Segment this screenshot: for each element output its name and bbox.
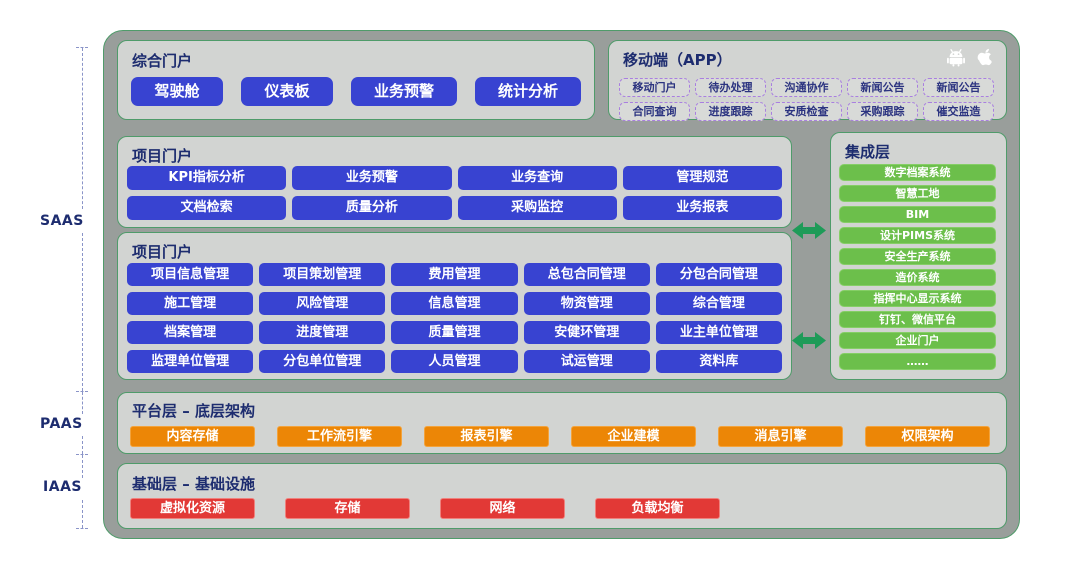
infrastructure-resource-button[interactable]: 虚拟化资源 xyxy=(130,498,255,519)
project-portal-main-title: 项目门户 xyxy=(132,243,193,261)
integration-system-button[interactable]: 企业门户 xyxy=(839,332,996,349)
infrastructure-resource-button[interactable]: 网络 xyxy=(440,498,565,519)
infrastructure-layer-title: 基础层 – 基础设施 xyxy=(132,475,255,493)
platform-service-button[interactable]: 权限架构 xyxy=(865,426,990,447)
management-module-button[interactable]: 档案管理 xyxy=(127,321,254,344)
axis-line xyxy=(82,500,83,528)
portal-module-button[interactable]: 采购监控 xyxy=(457,196,617,220)
axis-tick xyxy=(76,454,88,455)
mobile-app-button[interactable]: 进度跟踪 xyxy=(695,102,766,121)
android-icon xyxy=(945,48,967,71)
platform-service-button[interactable]: 消息引擎 xyxy=(718,426,843,447)
project-portal-top-title: 项目门户 xyxy=(132,147,193,165)
mobile-app-panel: 移动端（APP） xyxy=(608,40,1007,121)
integration-system-button[interactable]: 造价系统 xyxy=(839,269,996,286)
platform-service-button[interactable]: 企业建模 xyxy=(571,426,696,447)
mobile-app-button[interactable]: 移动门户 xyxy=(619,78,690,97)
mobile-app-button[interactable]: 新闻公告 xyxy=(923,78,994,97)
integration-system-button[interactable]: BIM xyxy=(839,206,996,223)
axis-line xyxy=(82,436,83,454)
management-module-button[interactable]: 总包合同管理 xyxy=(523,263,650,286)
integration-layer-panel: 集成层 数字档案系统 智慧工地 BIM 设计PIMS系统 安全生产系统 造价系统… xyxy=(830,132,1007,380)
axis-tick xyxy=(76,47,88,48)
management-module-button[interactable]: 质量管理 xyxy=(391,321,518,344)
integration-system-button[interactable]: 设计PIMS系统 xyxy=(839,227,996,244)
management-module-button[interactable]: 监理单位管理 xyxy=(127,350,254,373)
portal-module-button[interactable]: 业务查询 xyxy=(457,166,617,190)
platform-service-button[interactable]: 报表引擎 xyxy=(424,426,549,447)
management-module-button[interactable]: 资料库 xyxy=(655,350,782,373)
mobile-app-button[interactable]: 安质检查 xyxy=(771,102,842,121)
comprehensive-portal-title: 综合门户 xyxy=(132,52,193,70)
mobile-app-button[interactable]: 合同查询 xyxy=(619,102,690,121)
portal-module-button[interactable]: 质量分析 xyxy=(292,196,452,220)
mobile-app-button[interactable]: 新闻公告 xyxy=(847,78,918,97)
integration-system-button[interactable]: 钉钉、微信平台 xyxy=(839,311,996,328)
layer-label-iaas: IAAS xyxy=(43,479,82,495)
management-module-button[interactable]: 人员管理 xyxy=(391,350,518,373)
portal-module-button[interactable]: 管理规范 xyxy=(622,166,782,190)
platform-service-button[interactable]: 内容存储 xyxy=(130,426,255,447)
portal-button[interactable]: 统计分析 xyxy=(475,77,581,106)
project-portal-top-panel: 项目门户 KPI指标分析 业务预警 业务查询 管理规范 文档检索 质量分析 采购… xyxy=(117,136,792,228)
management-module-button[interactable]: 试运管理 xyxy=(523,350,650,373)
integration-layer-title: 集成层 xyxy=(845,143,891,161)
portal-module-button[interactable]: 业务报表 xyxy=(622,196,782,220)
layer-label-saas: SAAS xyxy=(40,213,84,229)
axis-tick xyxy=(76,528,88,529)
portal-button[interactable]: 驾驶舱 xyxy=(131,77,223,106)
axis-tick xyxy=(76,391,88,392)
infrastructure-resource-button[interactable]: 存储 xyxy=(285,498,410,519)
integration-system-button[interactable]: 数字档案系统 xyxy=(839,164,996,181)
infrastructure-resource-button[interactable]: 负载均衡 xyxy=(595,498,720,519)
axis-line xyxy=(82,392,83,414)
sync-arrow-icon xyxy=(792,222,826,239)
apple-icon xyxy=(977,47,994,71)
management-module-button[interactable]: 进度管理 xyxy=(259,321,386,344)
mobile-app-button[interactable]: 催交监造 xyxy=(923,102,994,121)
portal-button[interactable]: 仪表板 xyxy=(241,77,333,106)
sync-arrow-icon xyxy=(792,332,826,349)
platform-layer-title: 平台层 – 底层架构 xyxy=(132,402,255,420)
management-module-button[interactable]: 信息管理 xyxy=(391,292,518,315)
platform-layer-panel: 平台层 – 底层架构 内容存储 工作流引擎 报表引擎 企业建模 消息引擎 权限架… xyxy=(117,392,1007,454)
management-module-button[interactable]: 风险管理 xyxy=(259,292,386,315)
layer-label-paas: PAAS xyxy=(40,416,83,432)
integration-system-button[interactable]: 指挥中心显示系统 xyxy=(839,290,996,307)
portal-module-button[interactable]: KPI指标分析 xyxy=(127,166,287,190)
management-module-button[interactable]: 业主单位管理 xyxy=(655,321,782,344)
management-module-button[interactable]: 安健环管理 xyxy=(523,321,650,344)
mobile-app-button[interactable]: 沟通协作 xyxy=(771,78,842,97)
management-module-button[interactable]: 项目信息管理 xyxy=(127,263,254,286)
portal-module-button[interactable]: 业务预警 xyxy=(292,166,452,190)
management-module-button[interactable]: 综合管理 xyxy=(655,292,782,315)
axis-line xyxy=(82,455,83,478)
integration-system-button[interactable]: 智慧工地 xyxy=(839,185,996,202)
management-module-button[interactable]: 施工管理 xyxy=(127,292,254,315)
management-module-button[interactable]: 物资管理 xyxy=(523,292,650,315)
mobile-app-title: 移动端（APP） xyxy=(623,51,732,69)
mobile-app-button[interactable]: 待办处理 xyxy=(695,78,766,97)
management-module-button[interactable]: 费用管理 xyxy=(391,263,518,286)
management-module-button[interactable]: 分包合同管理 xyxy=(655,263,782,286)
axis-line xyxy=(82,233,83,391)
integration-system-button[interactable]: …… xyxy=(839,353,996,370)
mobile-app-button[interactable]: 采购跟踪 xyxy=(847,102,918,121)
management-module-button[interactable]: 分包单位管理 xyxy=(259,350,386,373)
axis-line xyxy=(82,48,83,209)
project-portal-main-panel: 项目门户 项目信息管理 项目策划管理 费用管理 总包合同管理 分包合同管理 施工… xyxy=(117,232,792,380)
infrastructure-layer-panel: 基础层 – 基础设施 虚拟化资源 存储 网络 负载均衡 xyxy=(117,463,1007,529)
portal-button[interactable]: 业务预警 xyxy=(351,77,457,106)
platform-service-button[interactable]: 工作流引擎 xyxy=(277,426,402,447)
integration-system-button[interactable]: 安全生产系统 xyxy=(839,248,996,265)
portal-module-button[interactable]: 文档检索 xyxy=(127,196,287,220)
comprehensive-portal-panel: 综合门户 驾驶舱 仪表板 业务预警 统计分析 xyxy=(117,40,595,120)
management-module-button[interactable]: 项目策划管理 xyxy=(259,263,386,286)
